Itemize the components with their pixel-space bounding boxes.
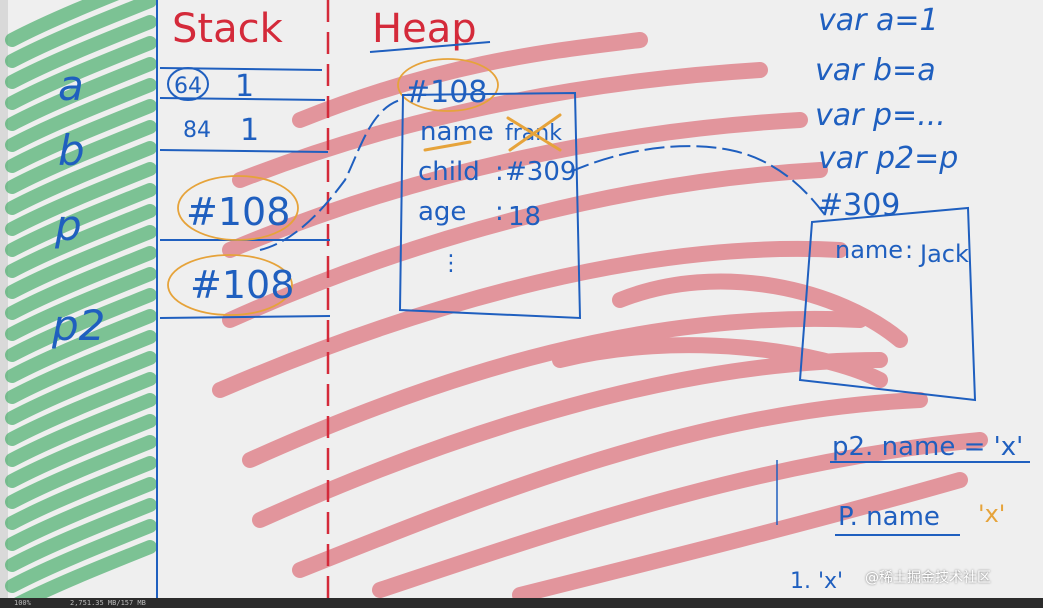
- heap-field-name-sep: :: [485, 117, 494, 147]
- name-strike-mark: [423, 113, 562, 152]
- heap-underline: [369, 41, 491, 53]
- heap-field-age-key: age: [418, 197, 466, 227]
- note-line-3: 1. 'x': [790, 569, 843, 594]
- red-stroke: [552, 337, 888, 388]
- code-lines: var a=1 var b=a var p=... var p2=p: [815, 3, 958, 176]
- red-stroke: [222, 112, 808, 258]
- green-stroke: [5, 288, 157, 362]
- code-line-1: var a=1: [818, 3, 939, 38]
- stack-cell-b-value: 1: [240, 113, 259, 148]
- red-stroke: [252, 352, 888, 528]
- status-bar: 100% 2,751.35 MB/157 MB: [0, 598, 1043, 608]
- stack-cell-a-value: 1: [235, 69, 254, 104]
- heap-object-1-box: [398, 91, 582, 320]
- left-ruler: [0, 0, 8, 598]
- variable-names: a b p p2: [51, 61, 105, 350]
- memory-info: 2,751.35 MB/157 MB: [70, 599, 146, 607]
- green-stroke: [5, 36, 157, 110]
- green-highlight-strokes: [5, 0, 157, 608]
- stack-cell-p-value: #108: [186, 190, 290, 234]
- green-stroke: [5, 435, 157, 509]
- heap-object-1-address: #108: [405, 75, 487, 110]
- green-stroke: [5, 246, 157, 320]
- code-line-2: var b=a: [815, 53, 936, 88]
- p-ref-circle: [177, 175, 299, 241]
- red-stroke: [612, 273, 908, 348]
- var-p: p: [54, 201, 82, 250]
- red-scribble-strokes: [212, 32, 988, 603]
- zoom-level: 100%: [14, 599, 31, 607]
- heap-addr-108-circle: [397, 58, 499, 112]
- red-stroke: [222, 162, 828, 328]
- stack-cell-p2-value: #108: [190, 263, 294, 307]
- green-stroke: [5, 78, 157, 152]
- green-stroke: [5, 498, 157, 572]
- var-p2: p2: [51, 301, 105, 350]
- addr-64-circle: [167, 67, 209, 101]
- heap-object-2-box: [798, 206, 977, 402]
- note-line-1: p2. name = 'x': [832, 432, 1023, 462]
- green-stroke: [5, 120, 157, 194]
- green-stroke: [5, 225, 157, 299]
- red-stroke: [212, 240, 848, 398]
- stack-header: Stack: [172, 6, 284, 52]
- green-stroke: [5, 57, 157, 131]
- var-a: a: [58, 61, 84, 110]
- note-line-2: P. name: [838, 502, 940, 532]
- heap2-field-name-sep: :: [905, 236, 913, 264]
- green-stroke: [5, 162, 157, 236]
- green-stroke: [5, 456, 157, 530]
- watermark-text: @稀土掘金技术社区: [865, 570, 991, 586]
- code-line-3: var p=...: [815, 98, 946, 133]
- red-stroke: [372, 432, 988, 598]
- green-stroke: [5, 393, 157, 467]
- stack-cell-b-addr: 84: [183, 118, 211, 143]
- heap2-field-name-value: Jack: [918, 240, 969, 268]
- green-stroke: [5, 330, 157, 404]
- child-to-309-arrow: [569, 145, 826, 216]
- green-stroke: [5, 15, 157, 89]
- heap-field-age-sep: :: [495, 197, 504, 227]
- heap-field-child-sep: :: [495, 157, 504, 187]
- stack-cell-a-addr: 64: [174, 74, 202, 99]
- heap-field-age-value: 18: [508, 202, 541, 232]
- var-b: b: [58, 126, 85, 175]
- code-line-4: var p2=p: [818, 141, 958, 176]
- note-line-2-answer: 'x': [978, 500, 1005, 528]
- green-stroke: [5, 267, 157, 341]
- red-stroke: [242, 310, 868, 468]
- green-stroke: [5, 414, 157, 488]
- heap-more-fields: ⋮: [440, 251, 462, 276]
- green-stroke: [5, 519, 157, 593]
- heap-field-child-value: #309: [505, 157, 576, 187]
- green-stroke: [5, 183, 157, 257]
- stack-to-heap-arrow: [259, 99, 401, 251]
- red-stroke: [292, 392, 928, 578]
- red-stroke: [232, 62, 768, 188]
- green-stroke: [5, 0, 119, 47]
- green-stroke: [5, 0, 157, 68]
- red-stroke: [292, 32, 648, 128]
- heap2-field-name-key: name: [835, 236, 903, 264]
- green-stroke: [5, 204, 157, 278]
- red-stroke: [512, 472, 968, 603]
- green-stroke: [5, 351, 157, 425]
- p2-ref-circle: [167, 254, 293, 316]
- green-stroke: [5, 477, 157, 551]
- heap-field-name-key: name: [420, 117, 494, 147]
- heap-field-child-key: child: [418, 157, 480, 187]
- green-stroke: [5, 372, 157, 446]
- green-stroke: [5, 99, 157, 173]
- green-stroke: [5, 309, 157, 383]
- green-stroke: [5, 141, 157, 215]
